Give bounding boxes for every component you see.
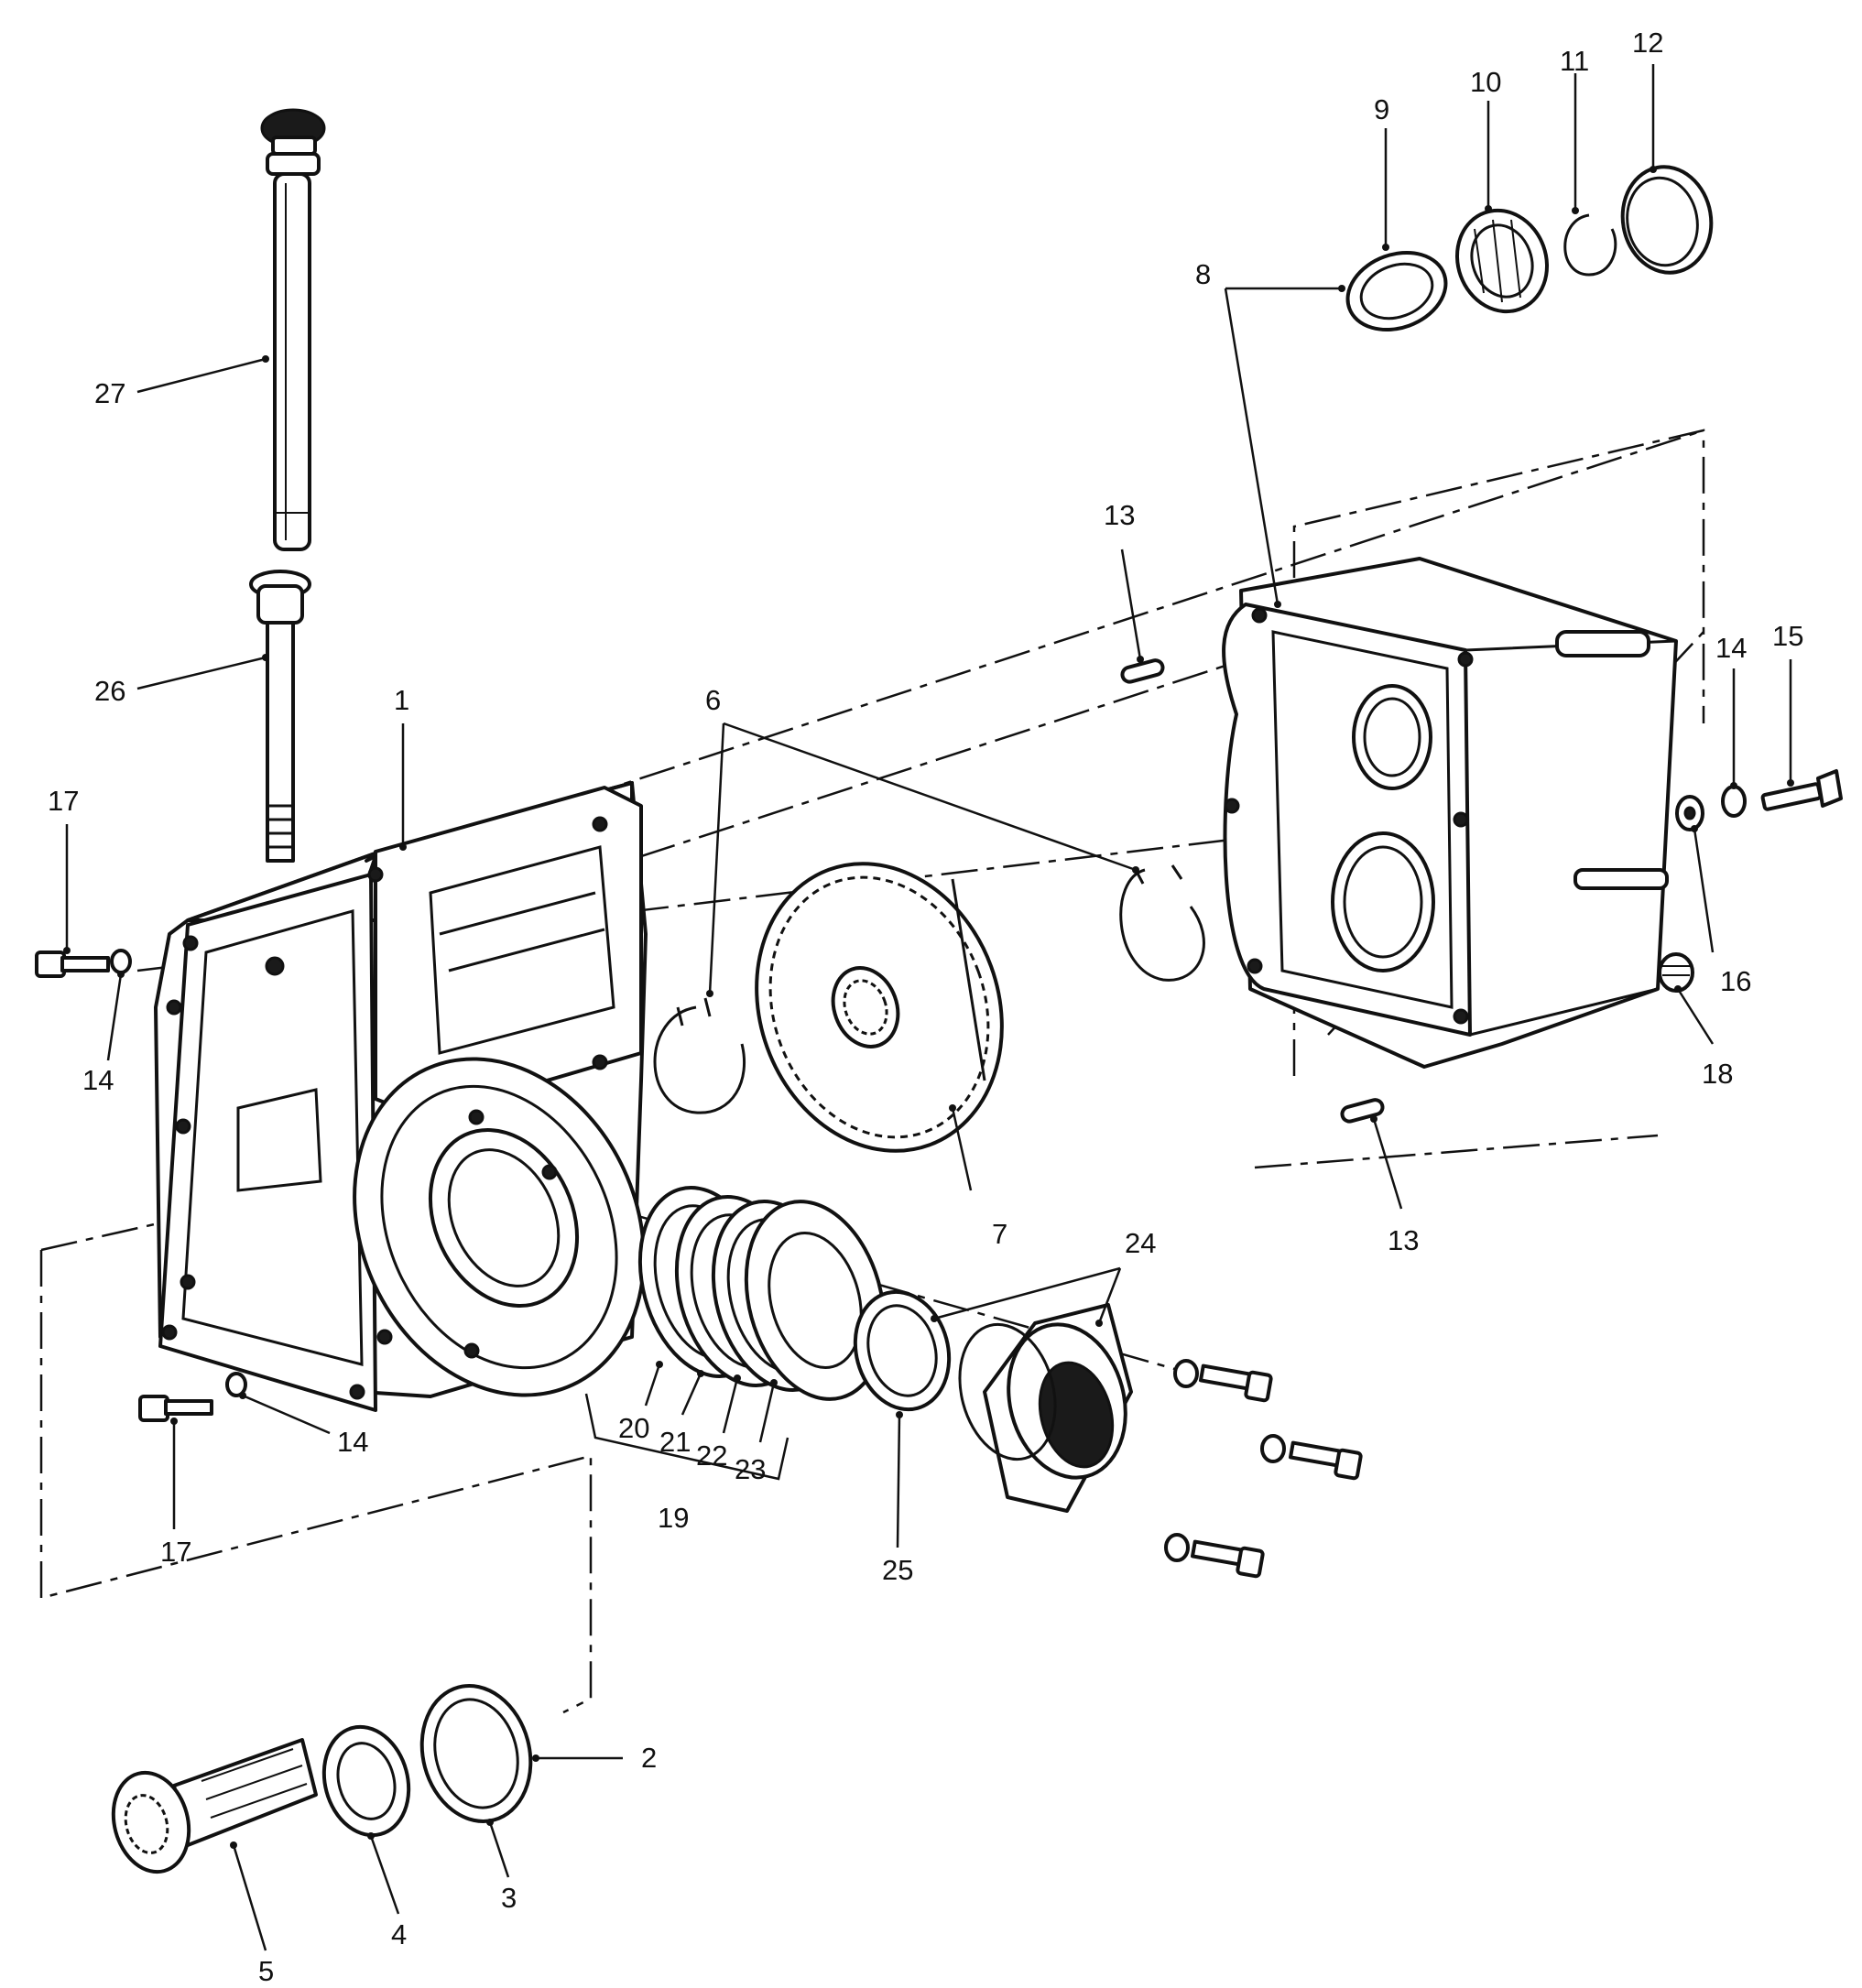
rear-housing xyxy=(1222,557,1678,1069)
snap-ring-left xyxy=(653,997,746,1114)
callout-3: 3 xyxy=(501,1882,517,1914)
callout-26: 26 xyxy=(94,675,125,707)
callout-17-lower: 17 xyxy=(160,1536,191,1568)
bearing-cone-4 xyxy=(321,1724,411,1838)
dipstick xyxy=(260,108,326,551)
callout-25: 25 xyxy=(882,1554,913,1586)
callout-11: 11 xyxy=(1560,45,1589,77)
callout-19: 19 xyxy=(658,1502,689,1534)
callout-27: 27 xyxy=(94,377,125,409)
pinion-shaft-5 xyxy=(111,1738,318,1874)
capscrew-15 xyxy=(1760,769,1843,811)
dipstick-tube xyxy=(249,570,311,863)
callout-7: 7 xyxy=(992,1218,1007,1250)
capscrew-17-lower xyxy=(138,1372,247,1422)
callout-24: 24 xyxy=(1125,1227,1156,1259)
gear xyxy=(755,862,1004,1153)
dowel-pin-lower xyxy=(1340,1098,1385,1124)
callout-13-upper: 13 xyxy=(1104,499,1135,531)
callout-20: 20 xyxy=(618,1412,649,1444)
callout-17-upper: 17 xyxy=(48,785,79,817)
retainer-bolt-middle xyxy=(1260,1434,1363,1481)
retainer-bolt-lower xyxy=(1164,1533,1265,1579)
bearing-retainer-24 xyxy=(958,1303,1133,1513)
snap-ring-11 xyxy=(1563,213,1617,277)
lockwasher-14-right xyxy=(1721,785,1747,818)
callout-6: 6 xyxy=(705,684,721,716)
dowel-pin-upper xyxy=(1120,658,1165,684)
end-cap-12 xyxy=(1620,165,1714,275)
callout-16: 16 xyxy=(1720,965,1751,997)
callout-21: 21 xyxy=(659,1426,691,1458)
callout-15: 15 xyxy=(1772,620,1803,652)
leader-lines xyxy=(63,64,1794,1951)
callout-14-right: 14 xyxy=(1715,632,1747,664)
bearing-cup-9 xyxy=(1345,250,1448,332)
callout-14-lower-left: 14 xyxy=(337,1426,368,1458)
callout-13-lower: 13 xyxy=(1388,1224,1419,1256)
callout-23: 23 xyxy=(735,1453,766,1485)
callout-5: 5 xyxy=(258,1955,274,1987)
retainer-bolt-upper xyxy=(1173,1359,1273,1403)
capscrew-17-upper xyxy=(35,949,132,978)
callout-22: 22 xyxy=(696,1439,727,1472)
callout-12: 12 xyxy=(1632,27,1663,59)
callout-8: 8 xyxy=(1195,258,1211,290)
callout-18: 18 xyxy=(1702,1058,1733,1090)
callout-10: 10 xyxy=(1470,66,1501,98)
callout-14-upper-left: 14 xyxy=(82,1064,114,1096)
bearing-cup-3 xyxy=(419,1684,533,1823)
shim-pack-bracket xyxy=(584,1393,789,1481)
callout-2: 2 xyxy=(641,1742,657,1774)
callout-9: 9 xyxy=(1374,93,1389,125)
shim-pack xyxy=(637,1186,887,1401)
snap-ring-right xyxy=(1119,864,1205,982)
washer-16 xyxy=(1675,795,1704,831)
plug-18 xyxy=(1658,952,1694,993)
bearing-cup-25 xyxy=(853,1289,952,1412)
callout-labels: 27 26 1 6 7 8 9 10 11 12 13 13 14 14 14 … xyxy=(48,27,1803,1987)
callout-1: 1 xyxy=(394,684,409,716)
bearing-cone-10 xyxy=(1454,208,1550,314)
callout-4: 4 xyxy=(391,1918,407,1950)
main-housing xyxy=(154,781,648,1412)
